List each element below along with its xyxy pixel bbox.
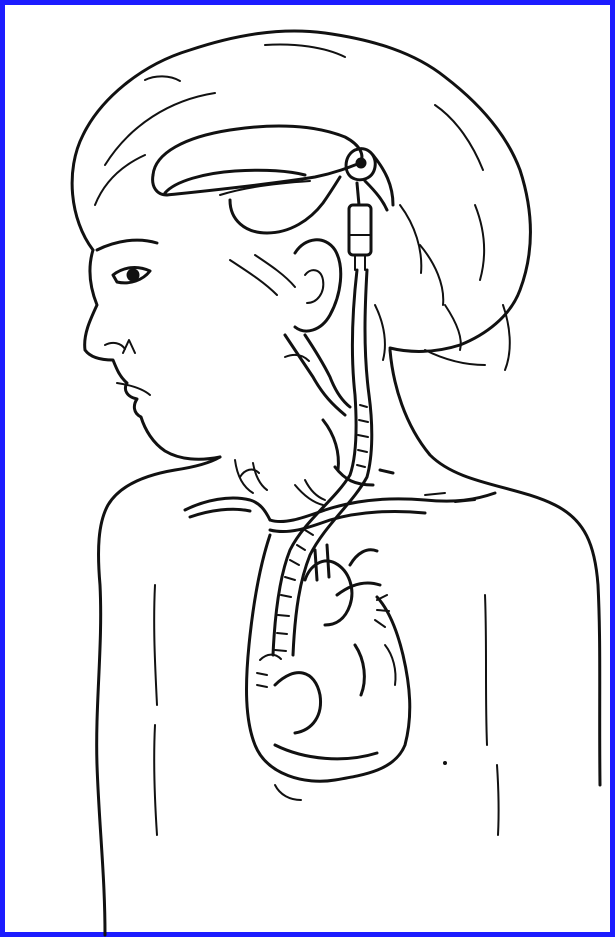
pupil bbox=[127, 269, 139, 281]
eyebrow bbox=[97, 240, 157, 250]
heart bbox=[247, 535, 447, 800]
ear bbox=[295, 240, 341, 331]
hair bbox=[72, 31, 530, 370]
face bbox=[85, 240, 220, 459]
brain-ventricle bbox=[153, 126, 362, 233]
torso bbox=[97, 350, 600, 935]
shunt-catheter bbox=[273, 270, 372, 655]
ventriculoatrial-shunt-illustration bbox=[5, 5, 615, 942]
neck-veins bbox=[285, 335, 393, 485]
